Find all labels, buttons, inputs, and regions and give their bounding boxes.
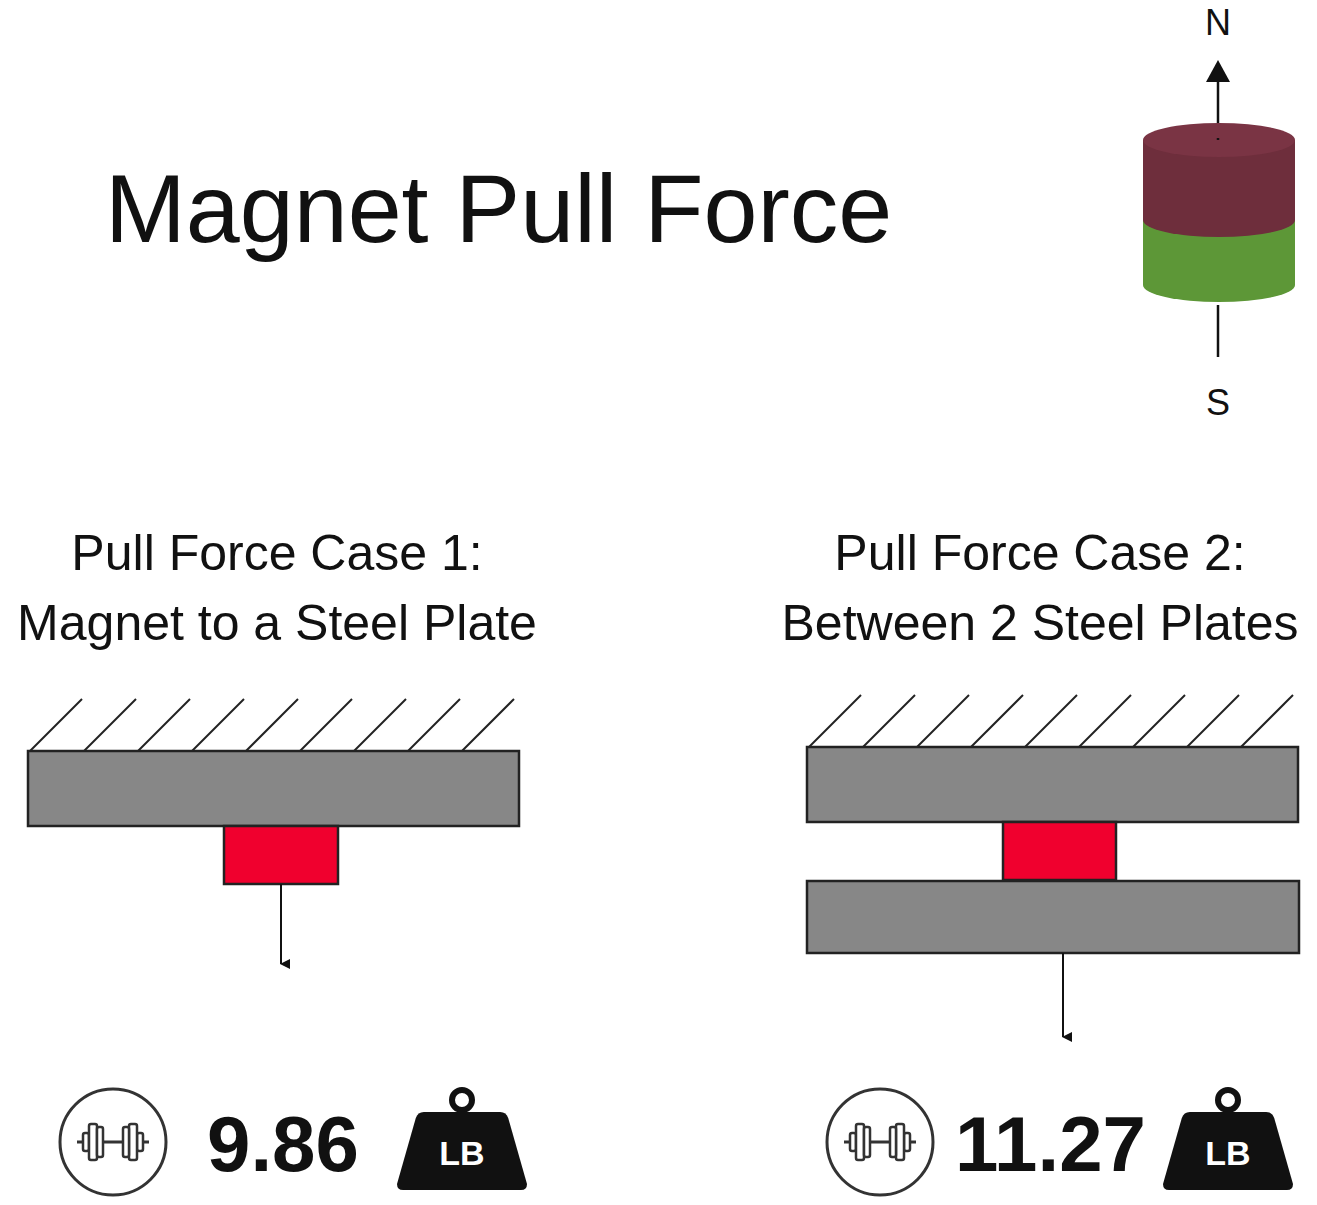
magnet-block (1003, 822, 1116, 880)
hatch-line (300, 699, 352, 751)
hatch-line (408, 699, 460, 751)
magnet-cylinder (1143, 60, 1295, 357)
magnet-block (224, 826, 338, 884)
pole-label: S (1206, 385, 1230, 421)
title: Magnet Pull Force (105, 160, 892, 257)
case-heading: Pull Force Case 2: (834, 528, 1245, 578)
hatch-line (192, 699, 244, 751)
hatch-line (1133, 695, 1185, 747)
hatch-line (138, 699, 190, 751)
steel-plate (807, 747, 1298, 822)
hatch-line (84, 699, 136, 751)
hatch-line (30, 699, 82, 751)
wall-hatching (30, 695, 1293, 751)
hatch-line (971, 695, 1023, 747)
weight-unit: LB (439, 1136, 484, 1170)
steel-plate (807, 881, 1299, 953)
weight-unit: LB (1205, 1136, 1250, 1170)
pull-arrow (1062, 953, 1064, 1037)
hatch-line (1241, 695, 1293, 747)
force-value: 9.86 (207, 1105, 359, 1183)
pole-label: N (1205, 5, 1231, 41)
case-heading: Pull Force Case 1: (71, 528, 482, 578)
hatch-line (1187, 695, 1239, 747)
weight-icon: LB (1163, 1086, 1293, 1190)
dumbbell-icon (60, 1089, 166, 1195)
hatch-line (1025, 695, 1077, 747)
dumbbell-icon (827, 1089, 933, 1195)
hatch-line (863, 695, 915, 747)
hatch-line (809, 695, 861, 747)
hatch-line (1079, 695, 1131, 747)
hatch-line (246, 699, 298, 751)
case-heading: Magnet to a Steel Plate (17, 598, 537, 648)
weight-icon: LB (397, 1086, 527, 1190)
hatch-line (917, 695, 969, 747)
force-value: 11.27 (955, 1105, 1146, 1183)
hatch-line (462, 699, 514, 751)
steel-plate (28, 751, 519, 826)
case-heading: Between 2 Steel Plates (782, 598, 1299, 648)
pull-arrow (280, 884, 282, 964)
hatch-line (354, 699, 406, 751)
